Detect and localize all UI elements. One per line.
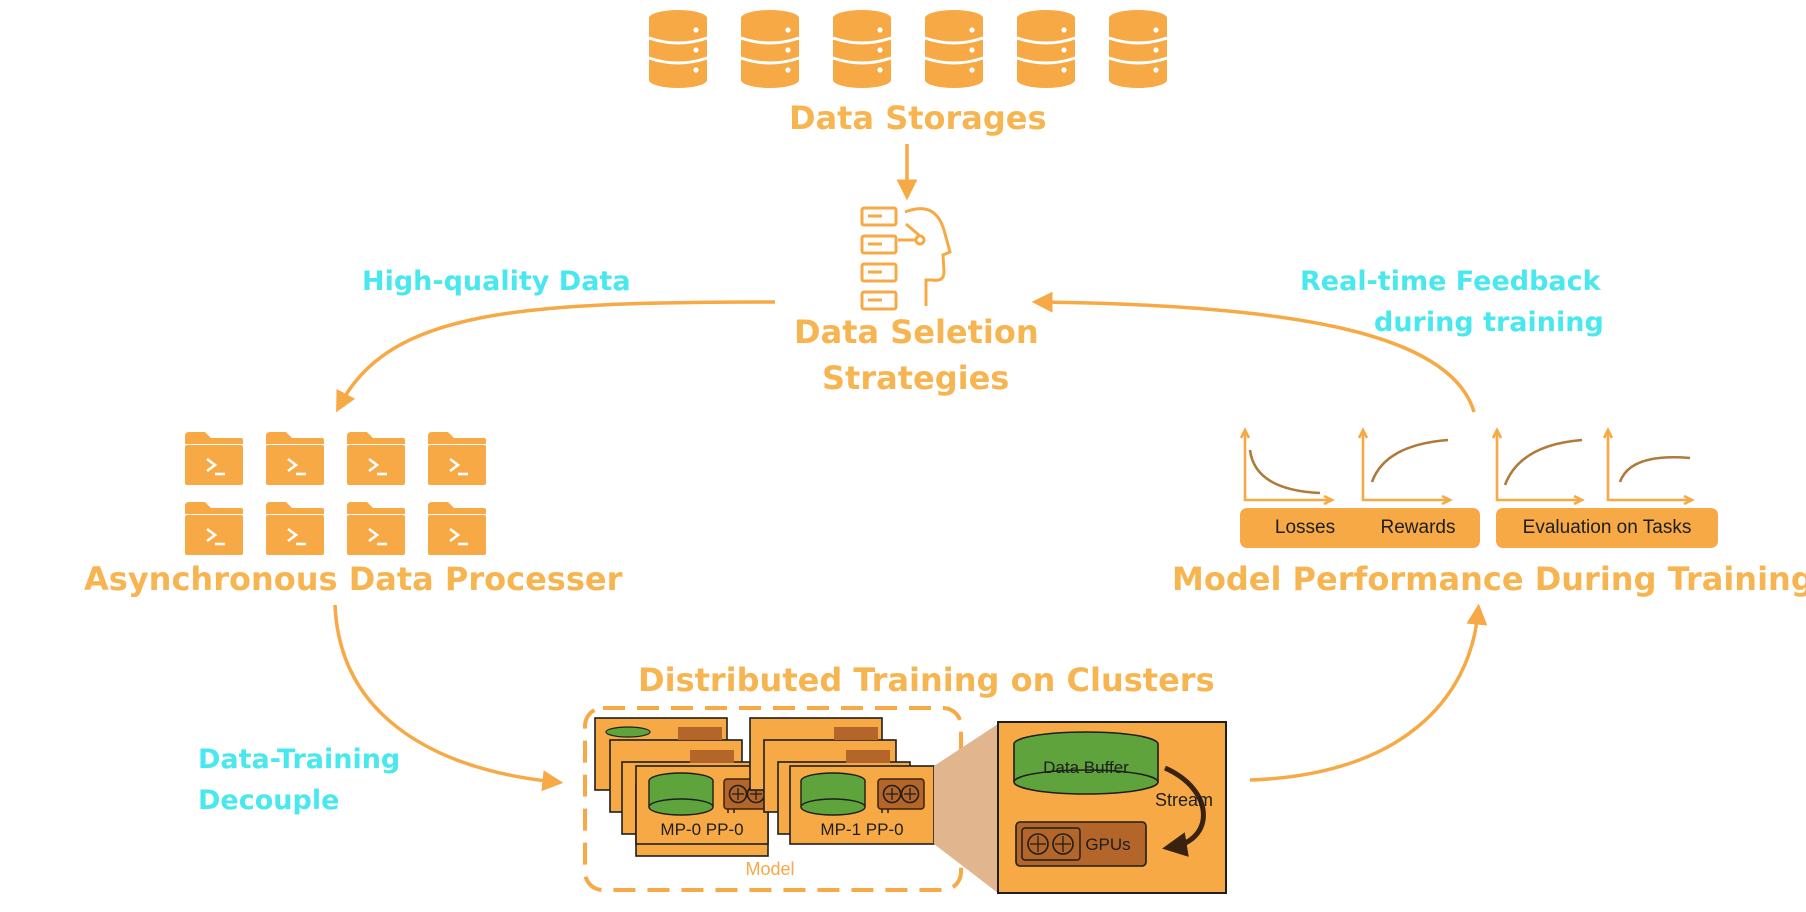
node-0-label: MP-0 PP-0 [660, 820, 743, 839]
selection-label-line1: Data Seletion [794, 313, 1039, 351]
curve-chart-icon [1239, 427, 1695, 506]
cluster-node-0: MP-0 PP-0 [635, 765, 771, 845]
gpus-label: GPUs [1085, 835, 1130, 854]
processor-label: Asynchronous Data Processer [84, 560, 623, 598]
evaluation-chip: Evaluation on Tasks [1496, 508, 1718, 548]
feedback-label-line2: during training [1374, 307, 1604, 338]
arrow-processor-to-training [333, 604, 564, 792]
feedback-label-line1: Real-time Feedback [1300, 266, 1601, 297]
node-1-label: MP-1 PP-0 [820, 820, 903, 839]
arrow-training-to-performance [1249, 603, 1488, 782]
model-frame [583, 706, 963, 892]
ai-head-icon [860, 206, 952, 311]
gpu-card-icon [877, 778, 925, 814]
stream-label: Stream [1155, 790, 1213, 810]
data-storages-label: Data Storages [789, 99, 1047, 137]
data-buffer-label: Data Buffer [1043, 758, 1129, 777]
database-icon [647, 8, 1169, 90]
losses-chip: Losses [1240, 508, 1370, 548]
rewards-chip: Rewards [1356, 508, 1480, 548]
gpu-card-icon [1021, 827, 1081, 861]
cluster-node-1: MP-1 PP-0 [789, 765, 935, 845]
selection-label-line2: Strategies [822, 359, 1010, 397]
cluster-detail-panel: Data Buffer Stream GPUs [997, 721, 1227, 894]
model-label: Model [745, 859, 794, 879]
decouple-label-line2: Decouple [198, 785, 340, 816]
decouple-label-line1: Data-Training [198, 744, 401, 775]
terminal-folder-icon [183, 430, 488, 557]
training-label: Distributed Training on Clusters [638, 661, 1215, 699]
arrow-selection-to-processor [336, 300, 776, 413]
performance-label: Model Performance During Training [1172, 560, 1806, 598]
zoom-projection [934, 724, 998, 893]
arrow-performance-to-selection [1031, 291, 1476, 413]
high-quality-data-label: High-quality Data [362, 266, 631, 297]
